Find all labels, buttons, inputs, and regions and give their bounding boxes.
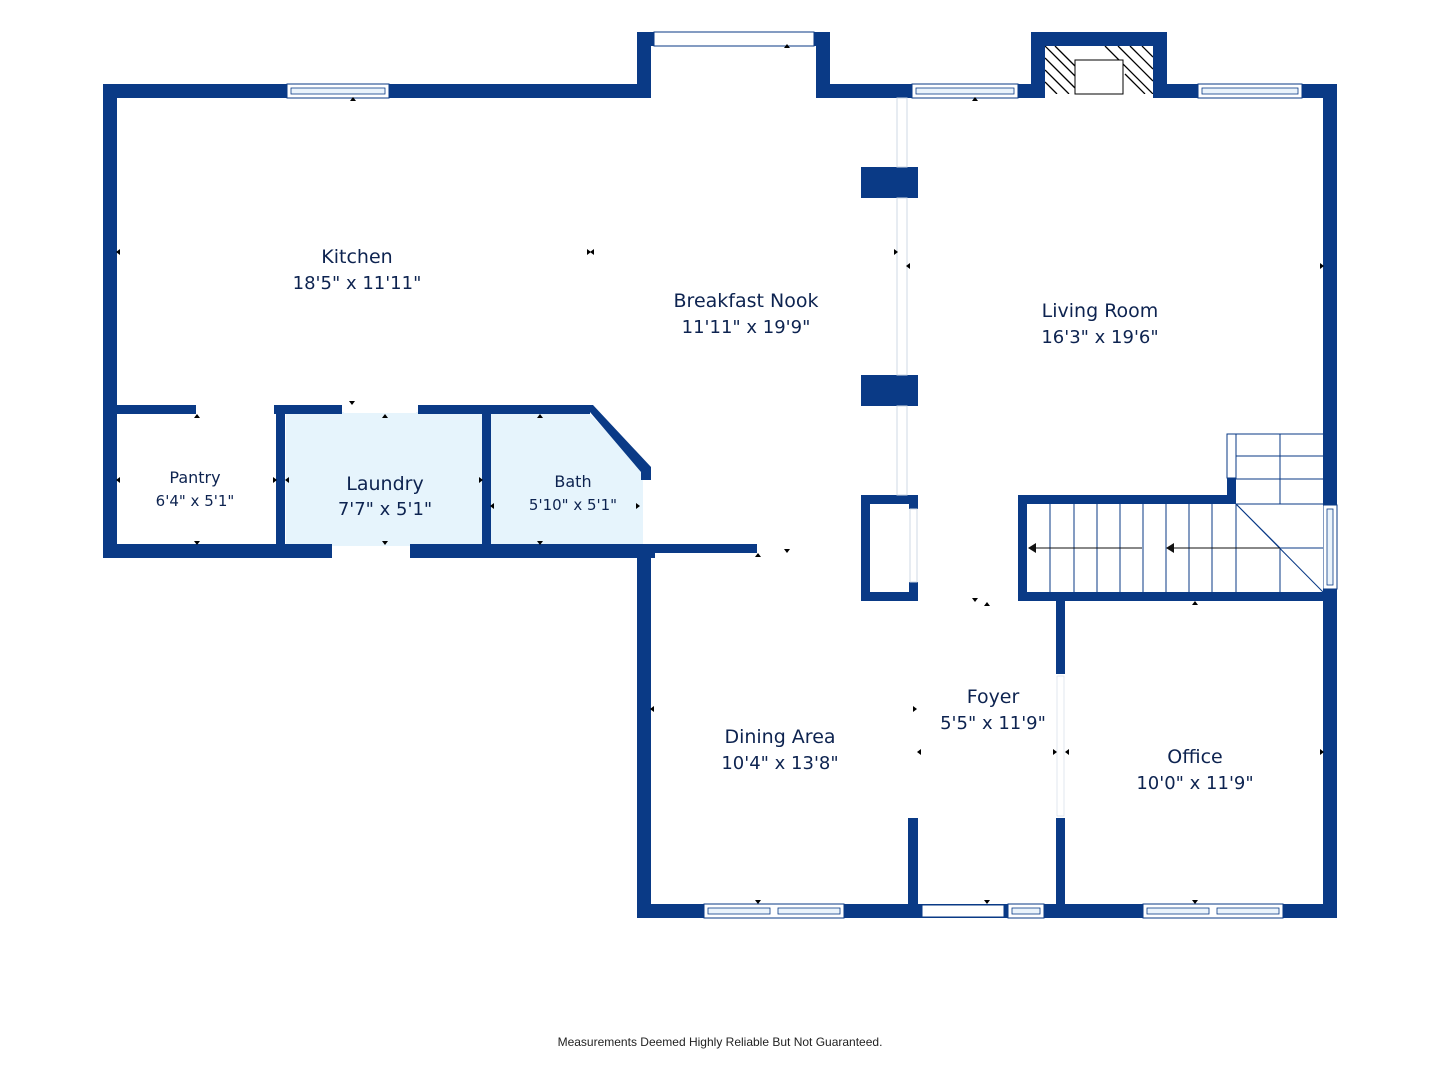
- room-dim-office: 10'0" x 11'9": [1136, 773, 1253, 794]
- room-dim-living-room: 16'3" x 19'6": [1041, 327, 1158, 348]
- half-walls: [896, 97, 918, 583]
- fireplace: [1045, 46, 1153, 95]
- room-dim-foyer: 5'5" x 11'9": [940, 713, 1046, 734]
- room-name-pantry: Pantry: [169, 468, 220, 487]
- disclaimer-text: Measurements Deemed Highly Reliable But …: [557, 1035, 883, 1049]
- measurement-ticks: [116, 44, 1324, 904]
- room-name-laundry: Laundry: [346, 473, 423, 495]
- room-name-kitchen: Kitchen: [321, 246, 392, 268]
- door-openings: [198, 31, 1065, 918]
- room-labels: Kitchen 18'5" x 11'11" Breakfast Nook 11…: [156, 246, 1254, 794]
- room-dim-dining-area: 10'4" x 13'8": [721, 753, 838, 774]
- bath-fill: [490, 412, 643, 546]
- room-name-office: Office: [1167, 746, 1222, 768]
- room-dim-laundry: 7'7" x 5'1": [338, 499, 432, 520]
- interior-walls: [103, 167, 1323, 914]
- laundry-fill: [286, 412, 484, 546]
- room-dim-pantry: 6'4" x 5'1": [156, 492, 235, 510]
- room-name-living-room: Living Room: [1042, 300, 1159, 322]
- room-dim-breakfast-nook: 11'11" x 19'9": [682, 317, 811, 338]
- room-name-dining-area: Dining Area: [724, 726, 835, 748]
- room-dim-kitchen: 18'5" x 11'11": [293, 273, 422, 294]
- room-name-bath: Bath: [554, 472, 591, 491]
- windows: [286, 83, 1338, 919]
- room-name-breakfast-nook: Breakfast Nook: [674, 290, 819, 312]
- room-name-foyer: Foyer: [967, 686, 1020, 708]
- staircase: [1028, 433, 1324, 593]
- room-dim-bath: 5'10" x 5'1": [529, 496, 617, 514]
